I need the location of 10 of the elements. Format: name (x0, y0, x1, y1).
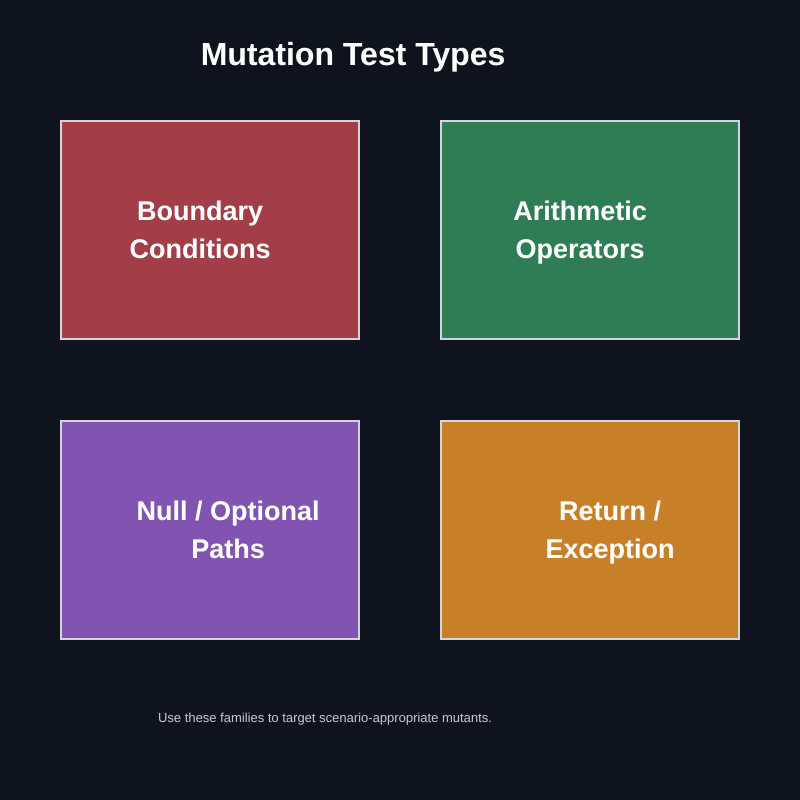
caption: Use these families to target scenario-appropriate mutants. (158, 709, 492, 727)
box-label: Arithmetic Operators (512, 195, 648, 266)
category-box (60, 120, 360, 340)
category-box (440, 120, 740, 340)
diagram-title: Mutation Test Types (200, 35, 506, 74)
box-label: Boundary Conditions (128, 195, 272, 266)
box-label: Null / Optional Paths (136, 495, 320, 566)
category-box (440, 420, 740, 640)
box-label: Return / Exception (544, 495, 676, 566)
category-box (60, 420, 360, 640)
